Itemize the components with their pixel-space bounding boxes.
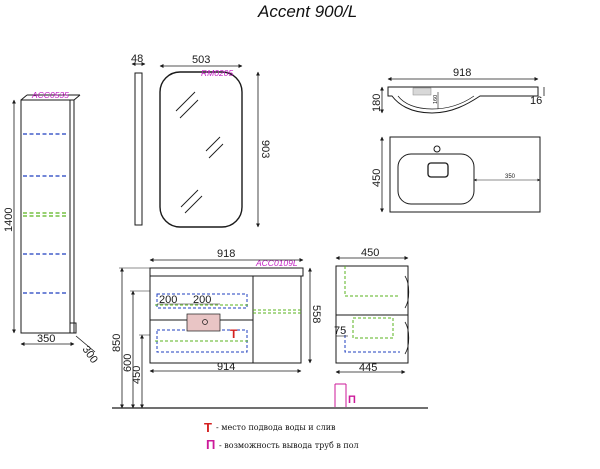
column-code: ACC0535 <box>31 90 69 100</box>
mirror-side-view <box>134 72 143 226</box>
basin-inner-label: 160 <box>433 95 439 104</box>
vanity-cabinet <box>149 267 304 364</box>
side-internal-lines <box>344 266 400 353</box>
basin-profile <box>387 86 539 114</box>
cab-inner-label: 914 <box>217 361 235 373</box>
legend-t-symbol: T <box>204 420 212 435</box>
column-width-label: 350 <box>37 333 55 345</box>
cabinet-side-view <box>335 265 410 364</box>
cab-width-label: 918 <box>217 248 235 260</box>
legend-t-text: - место подвода воды и слив <box>216 423 336 432</box>
drawer-b-label: 200 <box>193 294 211 306</box>
floor-outlet-marker: П <box>348 394 356 406</box>
legend-p-symbol: П <box>206 437 215 452</box>
drawer-a-label: 200 <box>159 294 177 306</box>
side-width-label: 450 <box>361 247 379 259</box>
cabinet-code: ACC0109L <box>255 258 298 268</box>
drain-circle <box>202 319 208 325</box>
mirror-height-label: 903 <box>259 140 271 158</box>
mirror-depth-label: 48 <box>131 53 143 65</box>
plumbing-zone <box>186 313 221 332</box>
h450-label: 450 <box>131 366 143 384</box>
mirror-reflection-marks <box>175 91 224 214</box>
height-dims-left <box>119 267 150 409</box>
water-supply-marker: T <box>230 327 238 341</box>
column-depth-label: 300 <box>80 344 100 366</box>
basin-rim-label: 16 <box>530 95 542 107</box>
basin-width-label: 918 <box>453 67 471 79</box>
floor-pipe-outlet <box>334 383 347 407</box>
side-75-label: 75 <box>334 325 346 337</box>
side-depth-label: 445 <box>359 362 377 374</box>
basin-top-view <box>389 136 541 213</box>
h850-label: 850 <box>111 334 123 352</box>
h600-label: 600 <box>122 354 134 372</box>
mirror-code: RM0205 <box>201 68 233 78</box>
basin-offset-label: 350 <box>505 174 516 180</box>
column-shelf-lines <box>23 133 68 294</box>
basin-depth-label: 450 <box>371 169 383 187</box>
mirror-width-label: 503 <box>192 54 210 66</box>
legend-p-text: - возможность вывода труб в пол <box>219 441 359 450</box>
mirror-front <box>159 71 243 228</box>
basin-height-label: 180 <box>371 94 383 112</box>
drawing-title: Accent 900/L <box>257 2 357 21</box>
column-cabinet <box>20 94 81 334</box>
cab-height-label: 558 <box>310 305 322 323</box>
column-height-label: 1400 <box>3 208 15 232</box>
column-depth-dim-line <box>75 335 96 353</box>
